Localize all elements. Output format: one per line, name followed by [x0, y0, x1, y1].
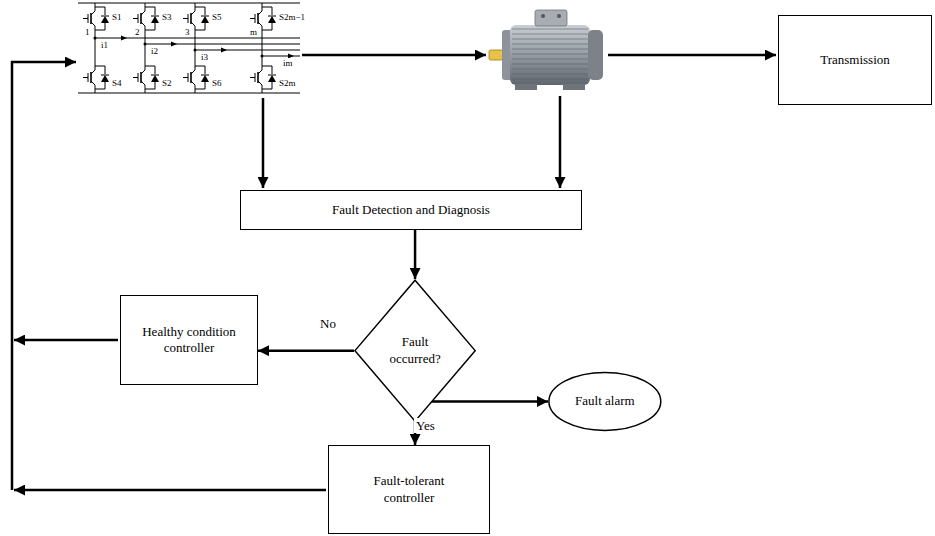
controller-box: Fault-tolerant controller: [328, 445, 490, 534]
switch-label: S2m: [278, 78, 297, 88]
drawing-part: [261, 55, 264, 58]
branch-label: No: [318, 316, 338, 331]
switch-label: S2m−1: [278, 12, 306, 22]
drawing-part: [145, 44, 300, 45]
drawing-part: [171, 42, 177, 47]
flow-arrow: [414, 230, 417, 279]
drawing-part: [194, 49, 197, 52]
drawing-part: [133, 62, 159, 93]
drawing-part: [94, 37, 97, 40]
drawing-part: [559, 96, 562, 188]
decision-diamond: Fault occurred?: [354, 279, 476, 422]
drawing-part: [14, 489, 326, 492]
process-box: Fault Detection and Diagnosis: [240, 190, 582, 230]
drawing-part: [12, 62, 76, 490]
node-text: Transmission: [820, 52, 890, 68]
node-text: Fault occurred?: [380, 334, 450, 367]
drawing-part: [515, 84, 537, 90]
node-text: Fault alarm: [575, 393, 635, 409]
drawing-part: [183, 62, 209, 93]
node-text: Fault Detection and Diagnosis: [332, 202, 490, 218]
phase-number: 3: [184, 27, 191, 37]
drawing-part: [78, 3, 300, 93]
switch-label: S6: [211, 78, 223, 88]
inverter-bridge: [78, 3, 300, 93]
phase-number: 1: [84, 27, 91, 37]
switch-label: S4: [111, 78, 123, 88]
drawing-part: [262, 98, 265, 188]
drawing-part: [195, 50, 300, 51]
phase-number: 2: [134, 27, 141, 37]
alarm-ellipse: Fault alarm: [548, 372, 662, 431]
current-label: im: [282, 58, 294, 68]
drawing-part: [144, 43, 147, 46]
switch-label: S2: [161, 78, 173, 88]
drawing-part: [510, 25, 590, 85]
node-text: Healthy condition controller: [130, 324, 248, 357]
drawing-part: [121, 36, 127, 41]
drawing-part: [489, 50, 504, 60]
diamond-outline: [355, 280, 475, 421]
ellipse-outline: [549, 372, 661, 430]
drawing-part: [563, 84, 585, 90]
drawing-part: [557, 14, 561, 18]
drawing-part: [14, 339, 118, 342]
current-label: i3: [200, 52, 209, 62]
drawing-part: [588, 30, 603, 80]
drawing-part: [94, 36, 295, 59]
output-box: Transmission: [778, 15, 932, 105]
controller-box: Healthy condition controller: [120, 295, 258, 385]
phase-number: m: [249, 27, 258, 37]
drawing-part: [83, 62, 109, 93]
drawing-part: [302, 54, 486, 57]
switch-label: S1: [111, 12, 123, 22]
drawing-part: [262, 56, 300, 57]
flow-arrow: [258, 349, 354, 352]
drawing-part: [512, 28, 588, 82]
drawing-part: [250, 62, 276, 93]
drawing-part: [95, 34, 96, 62]
drawing-part: [221, 48, 227, 53]
motor-picture: [489, 10, 603, 90]
switch-label: S3: [161, 12, 173, 22]
switch-label: S5: [211, 12, 223, 22]
signal-wires: [12, 55, 776, 490]
drawing-part: [78, 93, 300, 94]
current-label: i1: [100, 40, 109, 50]
drawing-part: [78, 3, 300, 4]
drawing-part: [541, 14, 545, 18]
current-label: i2: [150, 46, 159, 56]
drawing-part: [535, 10, 567, 26]
node-text: Fault-tolerant controller: [349, 473, 469, 506]
branch-label: Yes: [414, 418, 437, 433]
drawing-part: [608, 54, 776, 57]
